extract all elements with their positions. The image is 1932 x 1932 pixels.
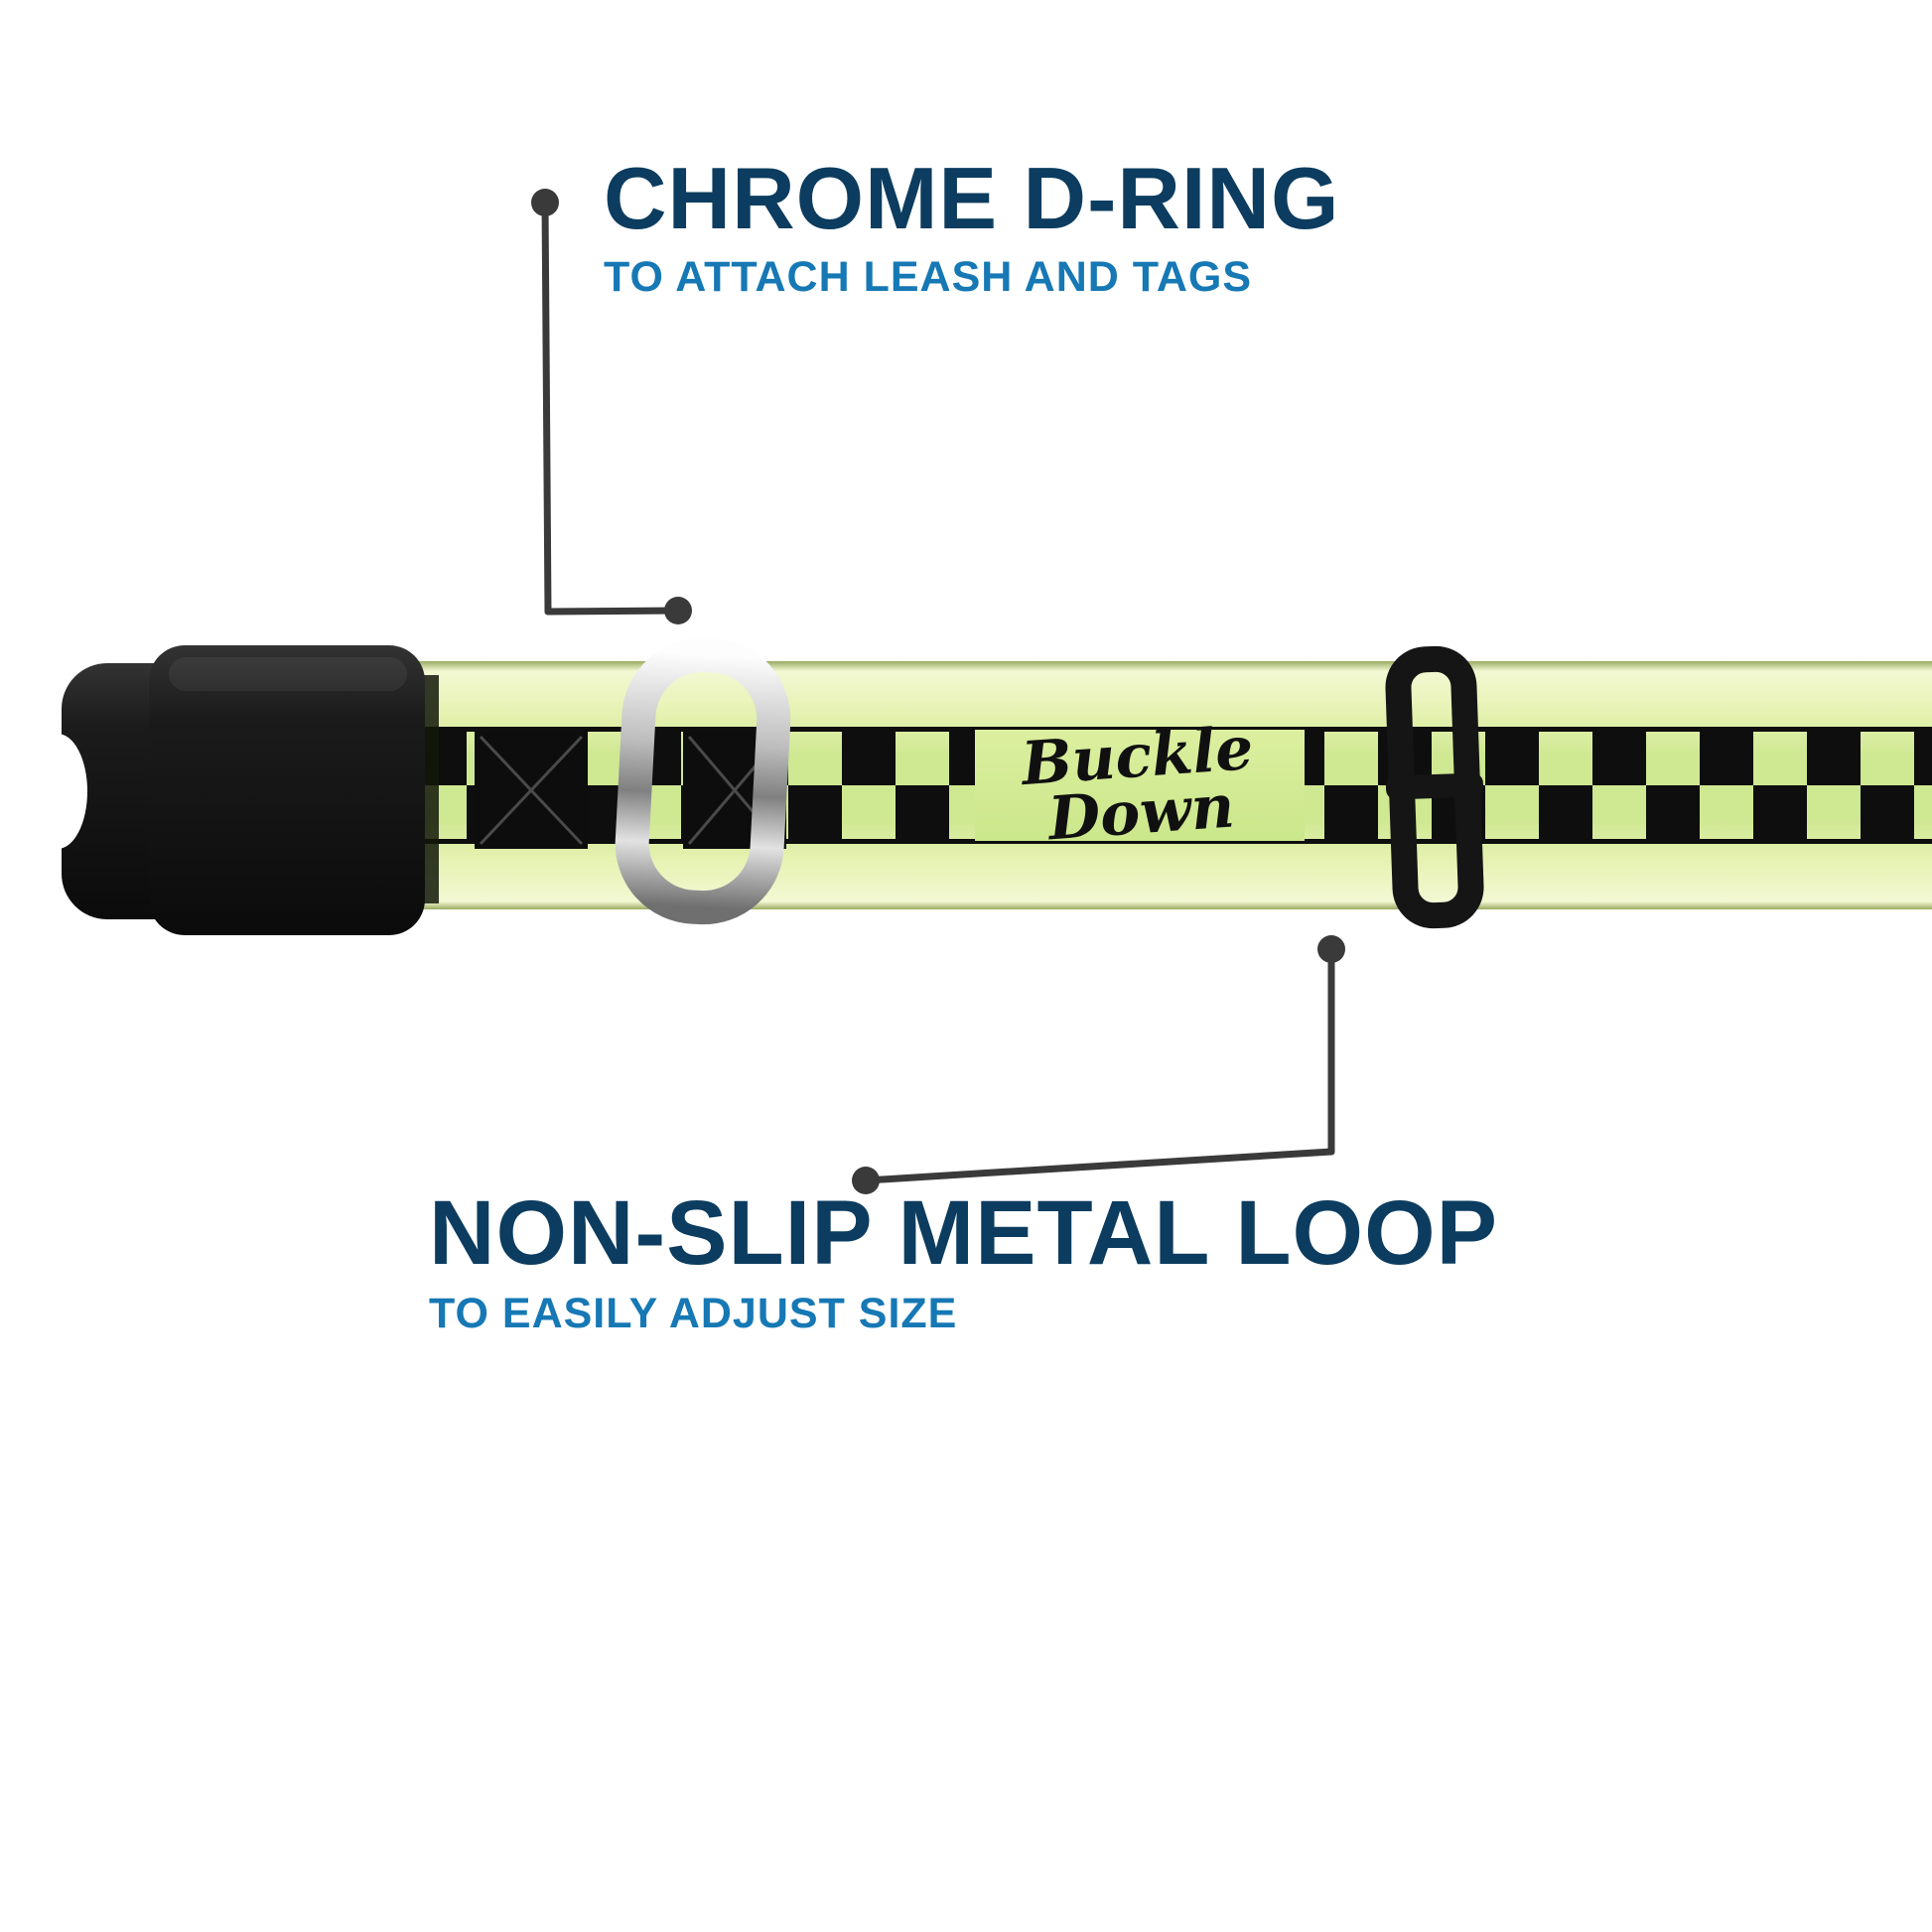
callout-bottom — [852, 935, 1345, 1194]
annotation-metal-loop: NON-SLIP METAL LOOP TO EASILY ADJUST SIZ… — [429, 1187, 1498, 1335]
strap-fold-shadow — [421, 675, 439, 903]
annotation-title: CHROME D-RING — [604, 149, 1340, 247]
checkerboard-pattern: Buckle Down — [349, 714, 1932, 854]
chrome-d-ring-icon — [615, 637, 791, 925]
metal-loop-slider-icon — [1385, 645, 1484, 929]
callout-top — [531, 189, 692, 624]
annotation-chrome-d-ring: CHROME D-RING TO ATTACH LEASH AND TAGS — [604, 155, 1339, 299]
side-release-buckle-icon — [28, 645, 425, 935]
annotation-subtitle: TO EASILY ADJUST SIZE — [429, 1290, 958, 1337]
stitch-box-left — [475, 732, 588, 849]
annotation-title: NON-SLIP METAL LOOP — [429, 1182, 1499, 1284]
collar-strap: Buckle Down — [349, 661, 1932, 909]
brand-logo-patch: Buckle Down — [975, 714, 1305, 854]
annotation-subtitle: TO ATTACH LEASH AND TAGS — [604, 253, 1253, 301]
